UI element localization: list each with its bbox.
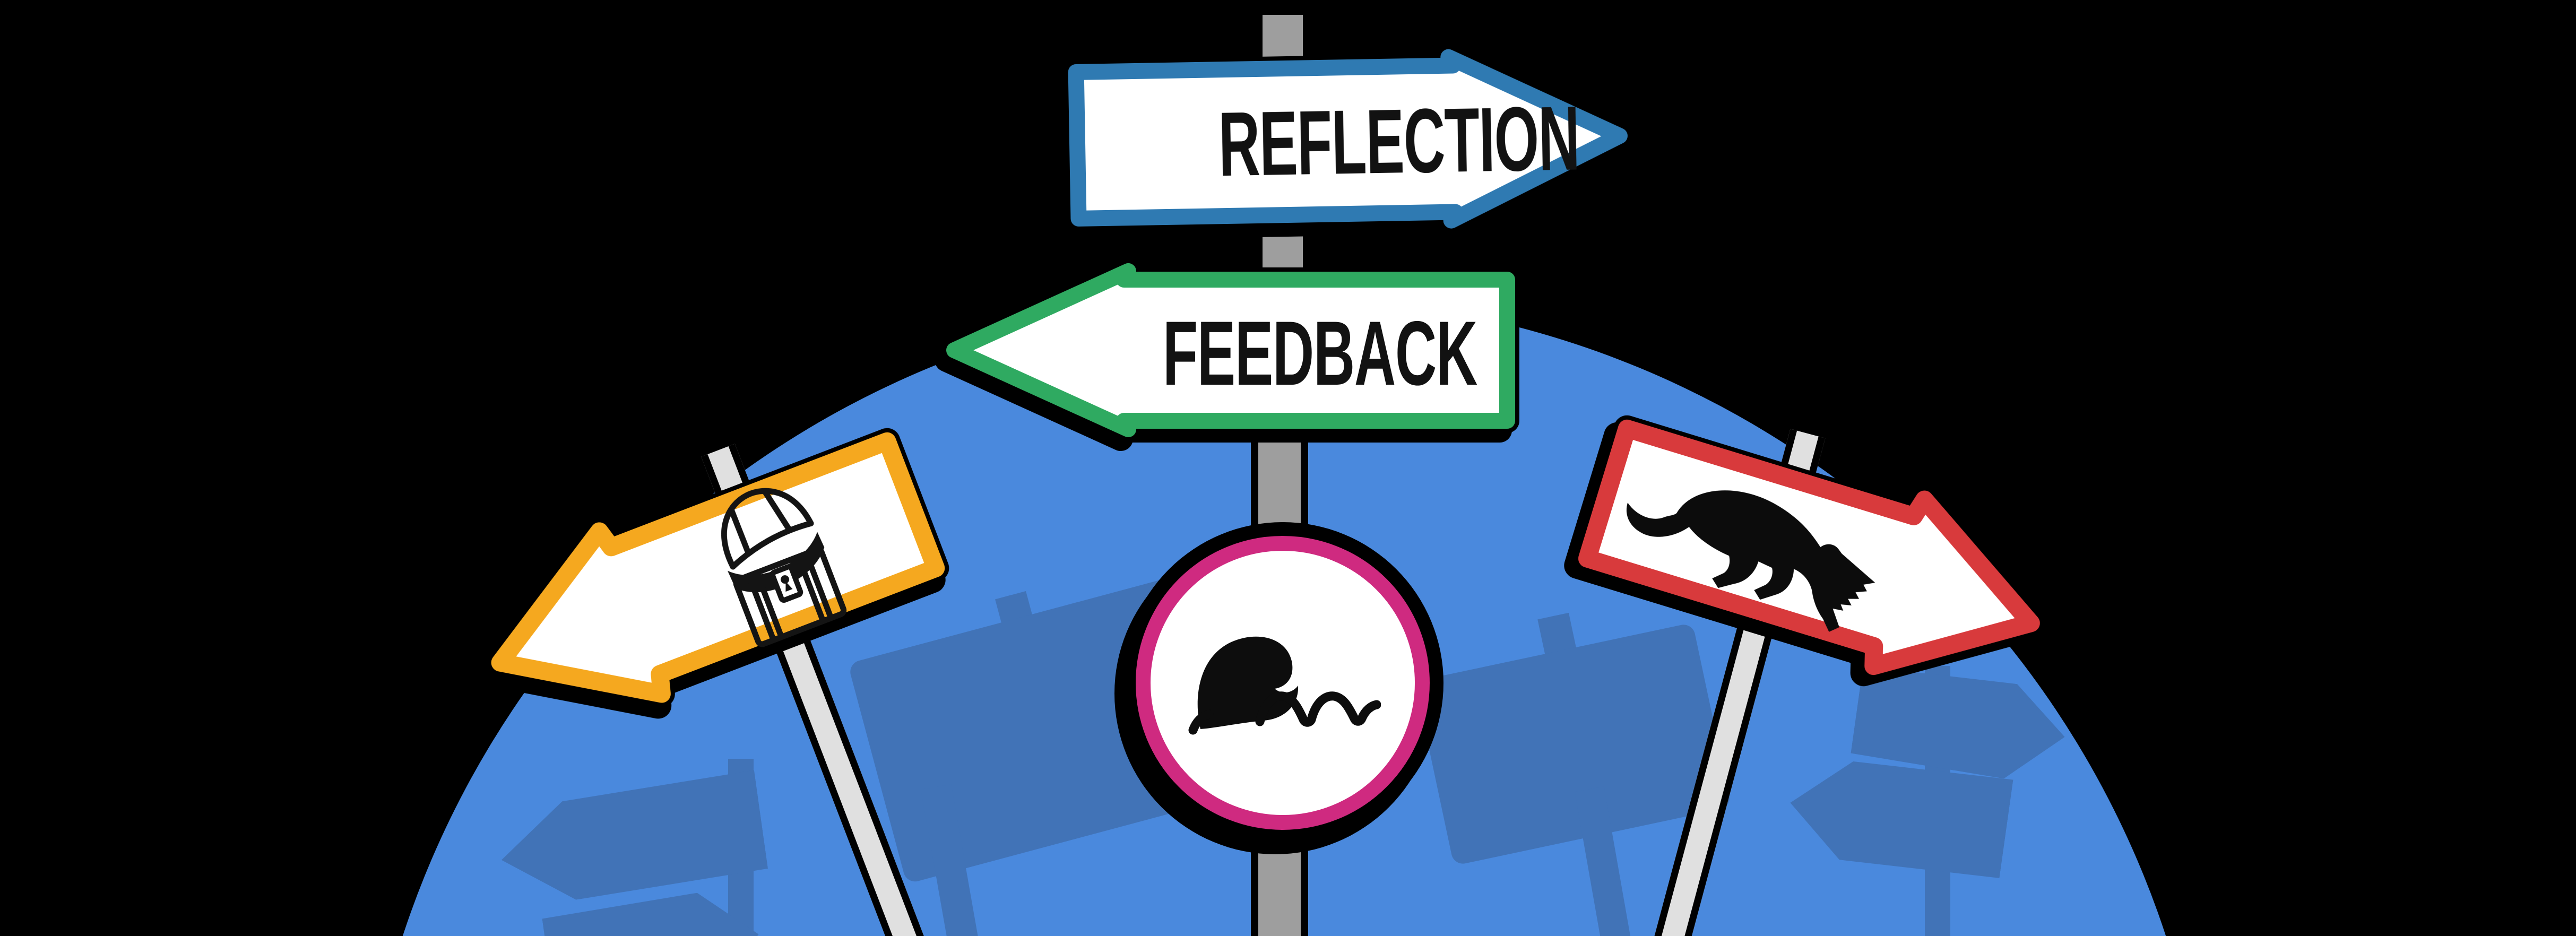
treasure-chest-icon (721, 488, 847, 647)
reflection-sign: REFLECTION (1060, 45, 1636, 236)
feedback-sign-arrow (942, 259, 1519, 441)
feedback-sign: FEEDBACK (939, 259, 1523, 441)
treasure-sign-arrow (487, 428, 949, 707)
reflection-sign-arrow (1064, 45, 1632, 233)
wave-circle-sign (1136, 536, 1430, 830)
silhouette-sign (494, 770, 768, 909)
wave-icon (1188, 636, 1381, 735)
treasure-sign (446, 391, 965, 776)
crocodile-icon (1626, 490, 1875, 632)
feedback-label: FEEDBACK (1163, 302, 1477, 404)
reflection-label: REFLECTION (1217, 87, 1580, 196)
crocodile-sign (1563, 379, 2078, 739)
